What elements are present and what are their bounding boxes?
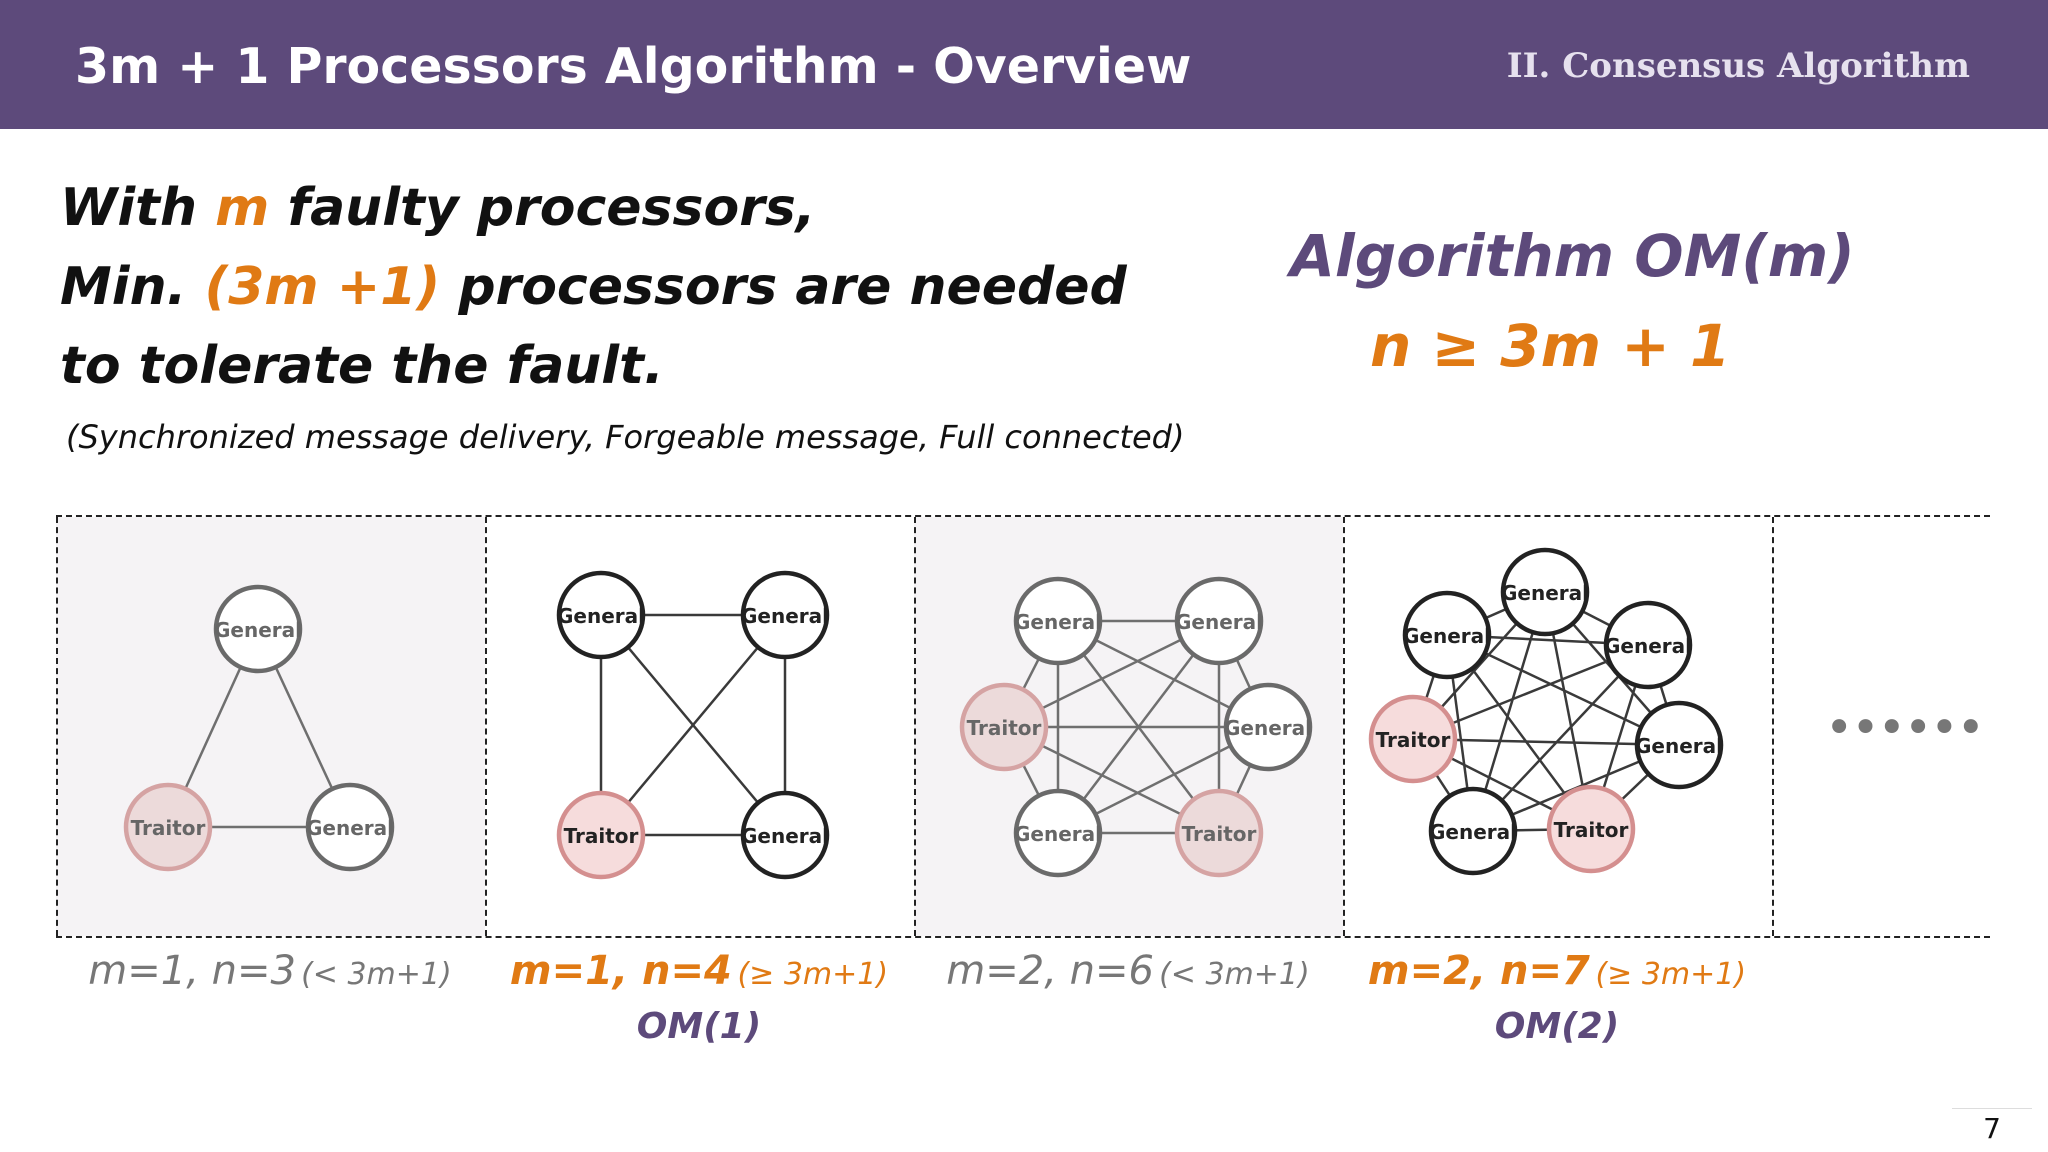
node-label: General — [1224, 716, 1312, 740]
page-number: 7 — [1952, 1108, 2032, 1149]
caption-n4: m=1, n=4 (≥ 3m+1) — [485, 948, 913, 994]
general-node — [213, 584, 303, 674]
traitor-node — [1368, 694, 1458, 784]
general-node — [1013, 576, 1103, 666]
intro-m: m — [215, 178, 270, 238]
panel-more — [1772, 517, 1990, 936]
general-node — [740, 790, 830, 880]
traitor-node — [1174, 788, 1264, 878]
intro-line-1: With m faulty processors, — [60, 178, 816, 238]
caption-sub: (< 3m+1) — [1159, 957, 1310, 992]
node-label: Traitor — [1376, 728, 1451, 752]
intro-line-3: to tolerate the fault. — [60, 336, 664, 396]
om-label-2: OM(2) — [1494, 1006, 1620, 1047]
node-label: General — [1635, 734, 1723, 758]
node-label: General — [1501, 581, 1589, 605]
section-label: II. Consensus Algorithm — [1506, 46, 1970, 86]
node-label: General — [306, 816, 394, 840]
traitor-node — [1546, 784, 1636, 874]
node-label: General — [1429, 820, 1517, 844]
caption-text: m=2, n=7 — [1367, 948, 1590, 994]
node-label: Traitor — [564, 824, 639, 848]
general-node — [556, 570, 646, 660]
node-label: Traitor — [1554, 818, 1629, 842]
caption-n6: m=2, n=6 (< 3m+1) — [914, 948, 1342, 994]
node-label: Traitor — [967, 716, 1042, 740]
general-node — [1223, 682, 1313, 772]
om-label-1: OM(1) — [636, 1006, 762, 1047]
node-label: General — [741, 824, 829, 848]
traitor-node — [959, 682, 1049, 772]
general-node — [305, 782, 395, 872]
slide-title: 3m + 1 Processors Algorithm - Overview — [75, 38, 1192, 95]
node-label: General — [1014, 822, 1102, 846]
caption-text: m=1, n=3 — [88, 948, 296, 994]
intro-text: processors are needed — [440, 257, 1127, 317]
node-label: General — [1014, 610, 1102, 634]
intro-line-2: Min. (3m +1) processors are needed — [60, 257, 1127, 317]
caption-sub: (≥ 3m+1) — [737, 957, 889, 992]
intro-text: faulty processors, — [269, 178, 816, 238]
intro-formula: (3m +1) — [204, 257, 441, 317]
algorithm-condition: n ≥ 3m + 1 — [1370, 312, 1731, 380]
caption-n7: m=2, n=7 (≥ 3m+1) — [1343, 948, 1771, 994]
general-node — [1603, 600, 1693, 690]
graph-edge — [1412, 737, 1680, 747]
node-label: General — [1403, 624, 1491, 648]
ellipsis: •••••• — [1825, 700, 1985, 756]
general-node — [1013, 788, 1103, 878]
caption-text: m=1, n=4 — [509, 948, 732, 994]
traitor-node — [123, 782, 213, 872]
general-node — [1634, 700, 1724, 790]
caption-text: m=2, n=6 — [946, 948, 1154, 994]
traitor-node — [556, 790, 646, 880]
node-label: General — [741, 604, 829, 628]
caption-n3: m=1, n=3 (< 3m+1) — [56, 948, 484, 994]
node-label: Traitor — [1182, 822, 1257, 846]
graph-edge — [600, 614, 786, 836]
node-label: General — [214, 618, 302, 642]
general-node — [1500, 547, 1590, 637]
assumptions-note: (Synchronized message delivery, Forgeabl… — [66, 418, 1185, 456]
general-node — [740, 570, 830, 660]
node-label: General — [1604, 634, 1692, 658]
node-label: General — [1175, 610, 1263, 634]
general-node — [1402, 590, 1492, 680]
node-label: Traitor — [131, 816, 206, 840]
intro-text: Min. — [60, 257, 205, 317]
intro-text: With — [60, 178, 216, 238]
node-label: General — [557, 604, 645, 628]
slide-header: 3m + 1 Processors Algorithm - Overview I… — [0, 0, 2048, 129]
algorithm-name: Algorithm OM(m) — [1290, 222, 1855, 290]
caption-sub: (≥ 3m+1) — [1595, 957, 1747, 992]
general-node — [1174, 576, 1264, 666]
caption-sub: (< 3m+1) — [301, 957, 452, 992]
general-node — [1428, 786, 1518, 876]
